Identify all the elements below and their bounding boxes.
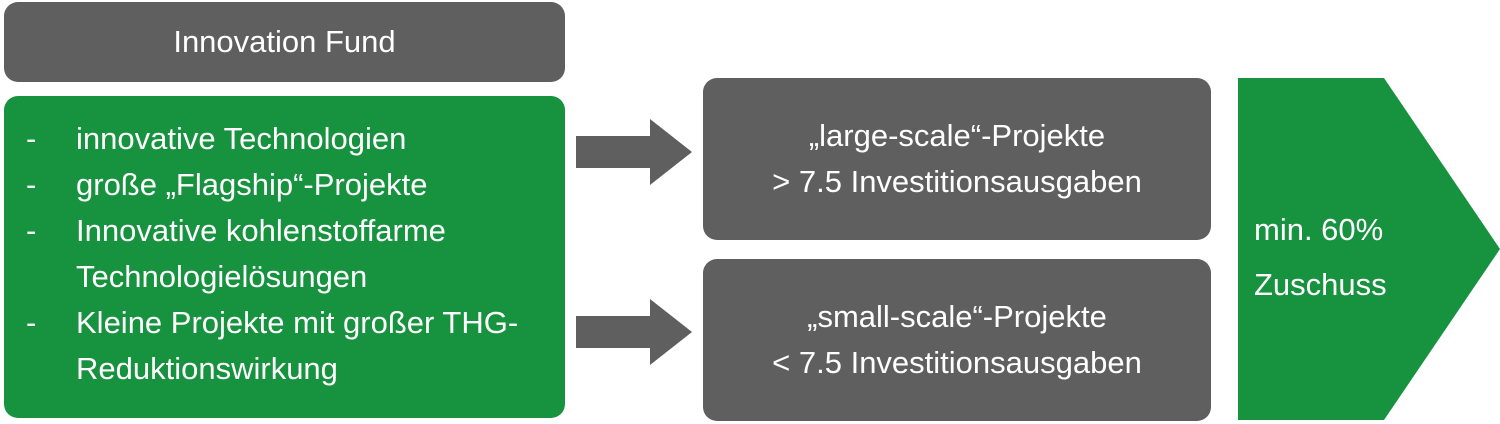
right-arrow-icon (576, 119, 692, 185)
bullet-dash: - (26, 121, 37, 156)
feature-item-innovative-technologies: - innovative Technologien (26, 116, 545, 162)
innovation-fund-title: Innovation Fund (173, 24, 396, 59)
bullet-dash: - (26, 305, 37, 340)
large-scale-criterion: > 7.5 Investitionsausgaben (772, 164, 1142, 199)
innovation-fund-title-box: Innovation Fund (4, 2, 565, 82)
feature-text: Innovative kohlenstoffarme Technologielö… (76, 213, 446, 294)
fund-features-box: - innovative Technologien - große „Flags… (4, 96, 565, 418)
minimum-percentage: min. 60% (1254, 212, 1384, 247)
feature-item-small-projects: - Kleine Projekte mit großer THG-Redukti… (26, 300, 545, 392)
feature-item-low-carbon-solutions: - Innovative kohlenstoffarme Technologie… (26, 208, 545, 300)
feature-list: - innovative Technologien - große „Flags… (26, 116, 545, 392)
feature-item-flagship-projects: - große „Flagship“-Projekte (26, 162, 545, 208)
right-arrow-icon (576, 299, 692, 365)
bullet-dash: - (26, 167, 37, 202)
bullet-dash: - (26, 213, 37, 248)
result-chevron-shape (1238, 78, 1500, 420)
large-scale-project-name: „large-scale“-Projekte (808, 118, 1106, 153)
feature-text: innovative Technologien (76, 121, 407, 156)
small-scale-projects-box: „small-scale“-Projekte < 7.5 Investition… (703, 259, 1211, 421)
small-scale-criterion: < 7.5 Investitionsausgaben (772, 345, 1142, 380)
feature-text: große „Flagship“-Projekte (76, 167, 428, 202)
grant-label: Zuschuss (1254, 267, 1387, 302)
result-text: min. 60% Zuschuss (1254, 202, 1454, 312)
feature-text: Kleine Projekte mit großer THG-Reduktion… (76, 305, 519, 386)
large-scale-projects-box: „large-scale“-Projekte > 7.5 Investition… (703, 78, 1211, 240)
small-scale-project-name: „small-scale“-Projekte (807, 299, 1107, 334)
